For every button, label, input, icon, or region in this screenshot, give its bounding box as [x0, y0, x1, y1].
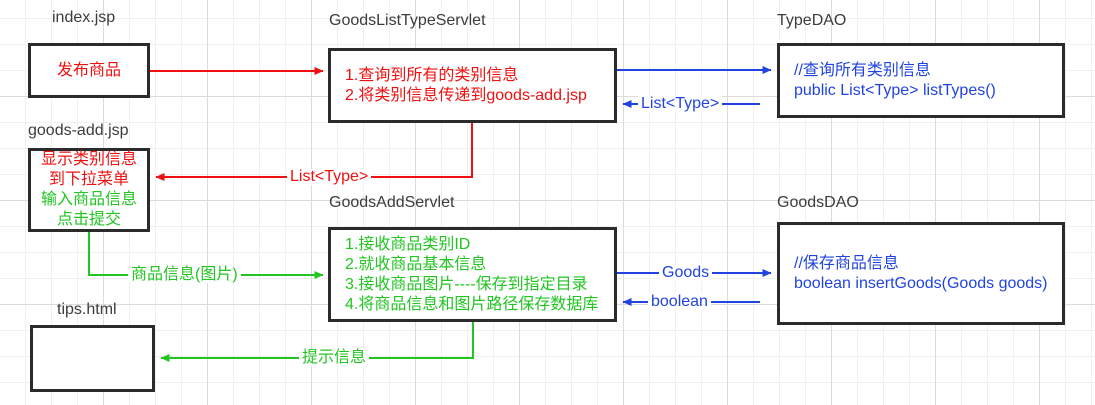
caption-goods-add-jsp: goods-add.jsp — [28, 122, 129, 139]
node-goodsaddservlet[interactable]: 1.接收商品类别ID 2.就收商品基本信息 3.接收商品图片----保存到指定目… — [328, 227, 617, 322]
node-line: 1.查询到所有的类别信息 — [345, 66, 519, 84]
node-line: //查询所有类别信息 — [794, 61, 931, 79]
caption-goodsdao: GoodsDAO — [777, 194, 859, 211]
node-line: 4.将商品信息和图片路径保存数据库 — [345, 295, 599, 313]
node-tips-html[interactable] — [30, 325, 155, 392]
node-line: 到下拉菜单 — [48, 171, 129, 188]
caption-typedao: TypeDAO — [777, 12, 847, 29]
node-index-jsp[interactable]: 发布商品 — [28, 43, 150, 98]
node-line: 输入商品信息 — [40, 191, 137, 208]
node-line: //保存商品信息 — [794, 254, 899, 272]
node-typedao[interactable]: //查询所有类别信息 public List<Type> listTypes() — [777, 43, 1065, 118]
caption-index-jsp: index.jsp — [52, 9, 116, 26]
node-line: 发布商品 — [56, 61, 121, 79]
edge-label-goods: Goods — [659, 265, 713, 281]
caption-tips-html: tips.html — [57, 301, 117, 318]
node-goods-add-jsp[interactable]: 显示类别信息 到下拉菜单 输入商品信息 点击提交 — [28, 148, 150, 232]
edge-goodsaddservlet-to-tipshtml — [160, 322, 474, 362]
node-line: boolean insertGoods(Goods goods) — [794, 274, 1048, 292]
node-goodslisttypeservlet[interactable]: 1.查询到所有的类别信息 2.将类别信息传递到goods-add.jsp — [328, 48, 617, 123]
node-line: 显示类别信息 — [40, 151, 137, 168]
node-line: 1.接收商品类别ID — [345, 235, 471, 253]
edge-label-tips-message: 提示信息 — [299, 350, 370, 366]
node-goodsdao[interactable]: //保存商品信息 boolean insertGoods(Goods goods… — [777, 222, 1065, 325]
edge-label-list-type-blue: List<Type> — [638, 96, 723, 112]
edge-goodslisttypeservlet-to-goodsaddjsp — [155, 123, 473, 181]
node-line: 点击提交 — [56, 211, 121, 228]
edge-goodsaddjsp-to-goodsaddservlet — [88, 232, 324, 279]
caption-goodsaddservlet: GoodsAddServlet — [329, 194, 455, 211]
edge-label-list-type-red: List<Type> — [287, 169, 372, 185]
edge-label-boolean: boolean — [648, 294, 711, 310]
node-line: 3.接收商品图片----保存到指定目录 — [345, 275, 588, 293]
edge-label-goods-info-image: 商品信息(图片) — [128, 267, 241, 283]
caption-goodslisttypeservlet: GoodsListTypeServlet — [329, 12, 486, 29]
node-line: 2.就收商品基本信息 — [345, 255, 487, 273]
node-line: public List<Type> listTypes() — [794, 81, 996, 99]
node-line: 2.将类别信息传递到goods-add.jsp — [345, 86, 587, 104]
